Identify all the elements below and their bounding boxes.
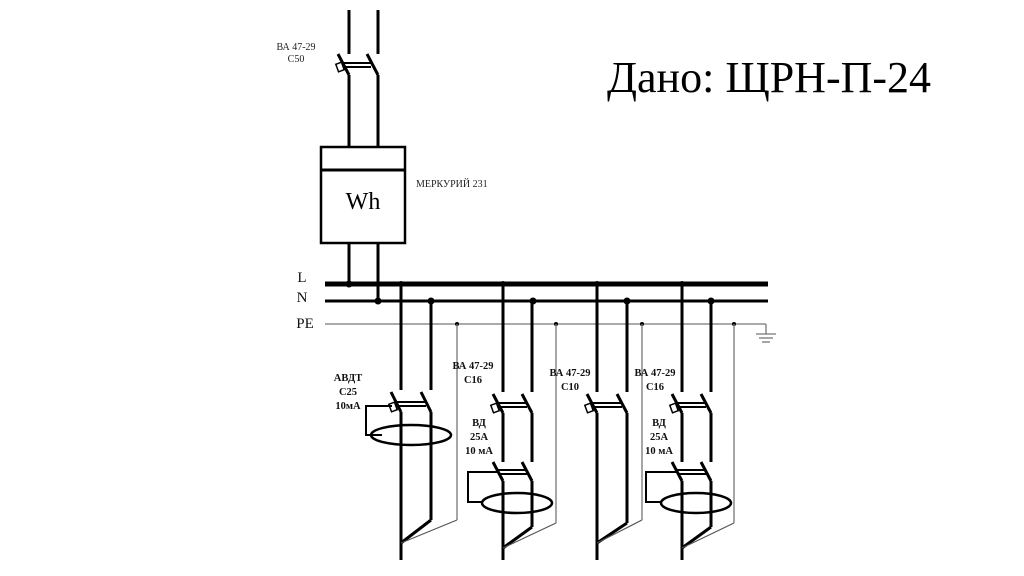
bus-N-label: N xyxy=(297,290,308,306)
branch-4-rcd-type: ВД xyxy=(652,418,667,429)
branch-1-label-3: 10мА xyxy=(335,401,361,412)
input-breaker: ВА 47-29 С50 xyxy=(276,10,380,147)
branch-3-breaker: ВА 47-29 С10 xyxy=(549,281,644,560)
branch-2-breaker-rcd: ВА 47-29 С16 ВД 25А 10 мА xyxy=(452,281,558,560)
branch-2-rcd-type: ВД xyxy=(472,418,487,429)
busbars: L N PE xyxy=(296,270,776,343)
branch-3-breaker-rating: С10 xyxy=(561,382,579,393)
branch-3-breaker-model: ВА 47-29 xyxy=(549,368,590,379)
input-breaker-rating: С50 xyxy=(288,54,305,65)
branch-1-avdt: АВДТ С25 10мА xyxy=(334,281,459,560)
meter-symbol: Wh xyxy=(346,189,381,215)
branch-2-breaker-rating: С16 xyxy=(464,375,482,386)
branch-2-rcd-current: 25А xyxy=(470,432,489,443)
bus-L-label: L xyxy=(297,270,306,286)
input-breaker-model: ВА 47-29 xyxy=(276,42,315,53)
branch-4-breaker-model: ВА 47-29 xyxy=(634,368,675,379)
branch-4-rcd-current: 25А xyxy=(650,432,669,443)
branch-2-rcd-leakage: 10 мА xyxy=(465,446,493,457)
energy-meter: Wh МЕРКУРИЙ 231 xyxy=(319,145,488,305)
branch-4-rcd-leakage: 10 мА xyxy=(645,446,673,457)
branch-1-label-1: АВДТ xyxy=(334,373,362,384)
branch-4-breaker-rating: С16 xyxy=(646,382,664,393)
meter-label: МЕРКУРИЙ 231 xyxy=(416,178,488,190)
bus-PE-label: PE xyxy=(296,316,314,332)
ground-icon xyxy=(756,324,776,343)
branch-2-breaker-model: ВА 47-29 xyxy=(452,361,493,372)
branch-4-breaker-rcd: ВА 47-29 С16 ВД 25А 10 мА xyxy=(634,281,736,560)
page-title: Дано: ЩРН-П-24 xyxy=(607,53,931,102)
branch-1-label-2: С25 xyxy=(339,387,357,398)
